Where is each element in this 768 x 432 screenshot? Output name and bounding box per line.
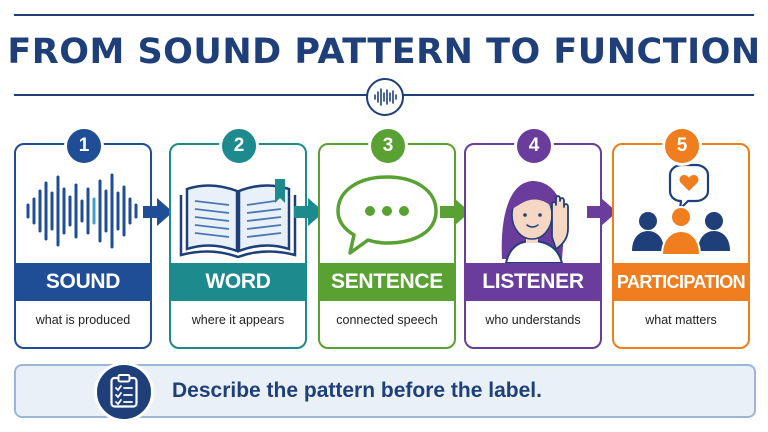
open-book-icon: [171, 159, 305, 263]
step-sentence-label: SENTENCE: [320, 263, 454, 301]
step-participation-label: PARTICIPATION: [614, 263, 748, 301]
step-listener-description: who understands: [485, 313, 581, 327]
step-5-number: 5: [662, 126, 702, 166]
speech-bubble-icon: [320, 159, 454, 263]
arrow-3-icon: [440, 198, 470, 231]
clipboard-checklist-icon: [94, 362, 154, 422]
step-word: WORD where it appears 2: [169, 126, 307, 349]
sound-wave-icon: [16, 159, 150, 263]
step-listener-label: LISTENER: [466, 263, 600, 301]
header-wave-icon: [366, 78, 404, 116]
step-sound-label: SOUND: [16, 263, 150, 301]
step-1-number: 1: [64, 126, 104, 166]
step-sentence: SENTENCE connected speech 3: [318, 126, 456, 349]
page-title: FROM SOUND PATTERN TO FUNCTION: [7, 32, 761, 72]
step-participation: PARTICIPATION what matters 5: [612, 126, 750, 349]
step-2-number: 2: [219, 126, 259, 166]
step-word-card: WORD where it appears: [169, 143, 307, 349]
listening-person-icon: [466, 159, 600, 264]
arrow-2-icon: [294, 198, 324, 231]
step-participation-card: PARTICIPATION what matters: [612, 143, 750, 349]
step-sound: SOUND what is produced 1: [14, 126, 152, 349]
title-top-rule: [14, 14, 754, 16]
arrow-1-icon: [143, 198, 173, 231]
step-sentence-card: SENTENCE connected speech: [318, 143, 456, 349]
step-sentence-description: connected speech: [336, 313, 438, 327]
step-listener-card: LISTENER who understands: [464, 143, 602, 349]
step-4-number: 4: [514, 126, 554, 166]
group-heart-icon: [614, 159, 748, 263]
step-listener: LISTENER who understands 4: [464, 126, 602, 349]
step-3-number: 3: [368, 126, 408, 166]
step-sound-description: what is produced: [35, 313, 131, 327]
arrow-4-icon: [587, 198, 617, 231]
step-participation-description: what matters: [645, 313, 717, 327]
footer-banner: Describe the pattern before the label.: [14, 362, 756, 422]
step-word-description: where it appears: [191, 313, 285, 327]
step-sound-card: SOUND what is produced: [14, 143, 152, 349]
step-word-label: WORD: [171, 263, 305, 301]
footer-text: Describe the pattern before the label.: [172, 379, 542, 402]
